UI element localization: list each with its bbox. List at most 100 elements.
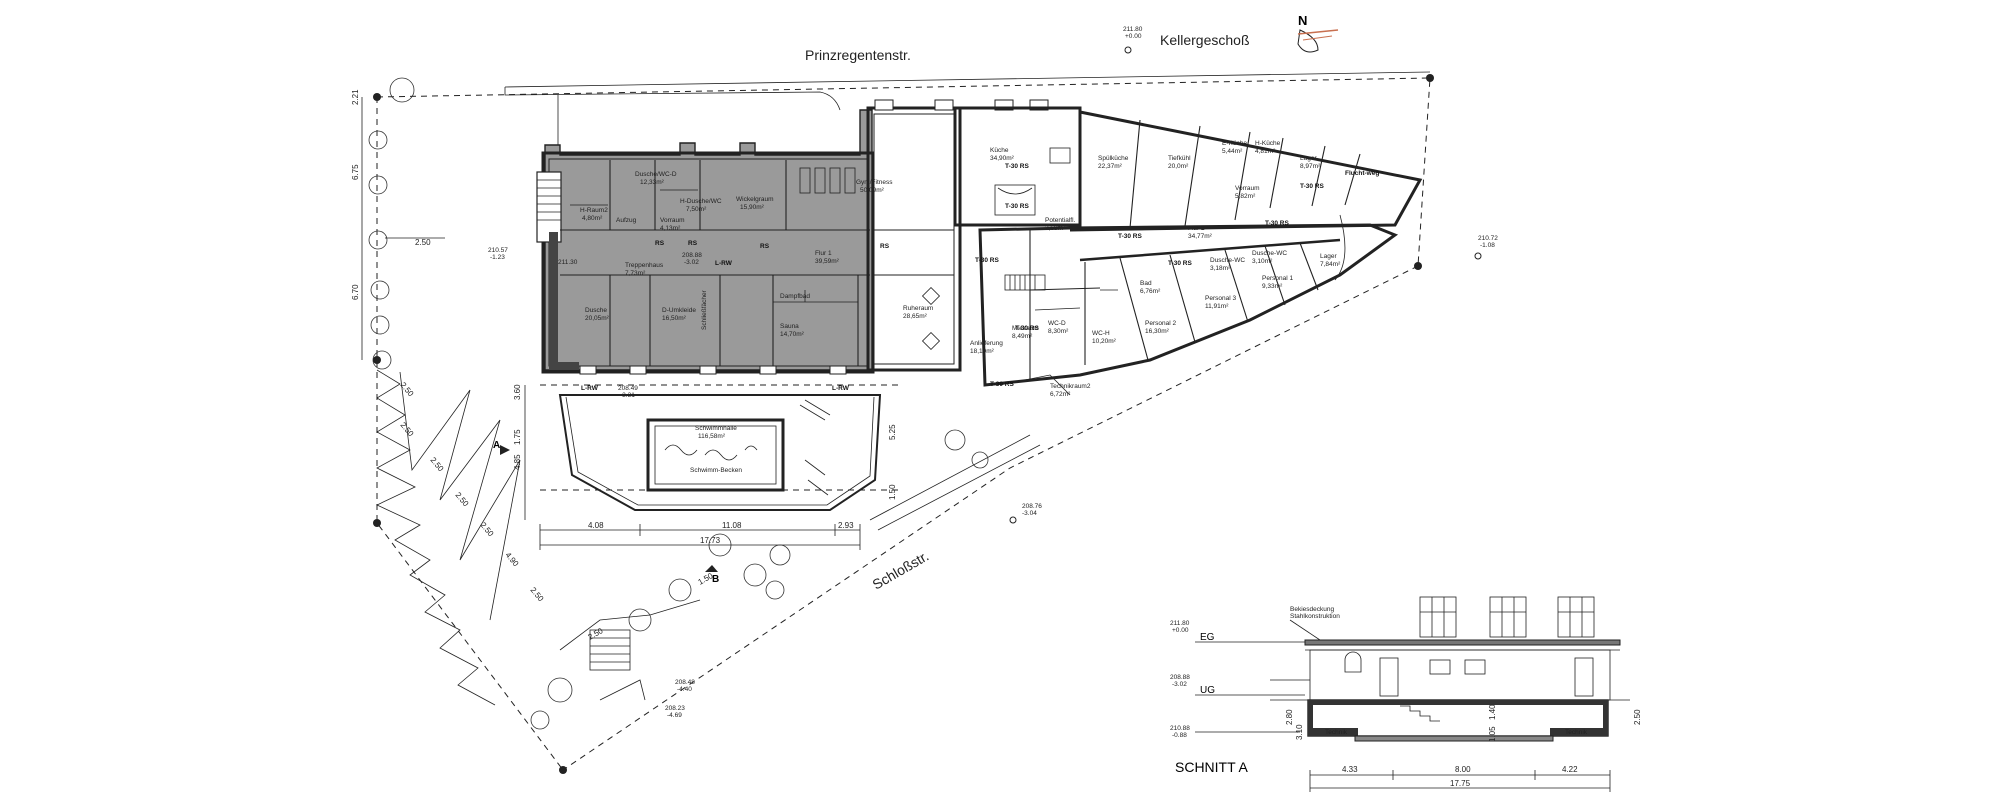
svg-text:L-RW: L-RW bbox=[581, 385, 599, 392]
svg-text:6.70: 6.70 bbox=[351, 284, 360, 300]
svg-text:3,10m²: 3,10m² bbox=[1252, 258, 1273, 265]
svg-text:34,77m²: 34,77m² bbox=[1188, 233, 1213, 240]
svg-text:Vorraum: Vorraum bbox=[660, 217, 685, 224]
svg-text:8.00: 8.00 bbox=[1455, 765, 1471, 774]
dim-pool-total: 17.73 bbox=[700, 536, 721, 545]
svg-text:WC-D: WC-D bbox=[1048, 320, 1066, 327]
svg-text:Dusche-WC: Dusche-WC bbox=[1210, 257, 1245, 264]
svg-text:T-30 RS: T-30 RS bbox=[1300, 183, 1325, 190]
svg-text:T-30 RS: T-30 RS bbox=[1005, 163, 1030, 170]
svg-text:WC-H: WC-H bbox=[1092, 330, 1110, 337]
svg-text:D-Umkleide: D-Umkleide bbox=[662, 307, 696, 314]
svg-text:-4.40: -4.40 bbox=[677, 686, 692, 693]
svg-text:T-30 RS: T-30 RS bbox=[1015, 325, 1040, 332]
svg-text:+0.00: +0.00 bbox=[1172, 627, 1189, 634]
svg-text:208.88: 208.88 bbox=[1170, 674, 1190, 681]
svg-text:2.50: 2.50 bbox=[398, 381, 415, 399]
svg-text:208.49: 208.49 bbox=[618, 385, 638, 392]
svg-text:210.72: 210.72 bbox=[1478, 235, 1498, 242]
dim-pool-left: 4.08 bbox=[588, 521, 604, 530]
svg-text:Technikraum2: Technikraum2 bbox=[1050, 383, 1091, 390]
svg-text:T-30 RS: T-30 RS bbox=[990, 381, 1015, 388]
svg-text:L-RW: L-RW bbox=[715, 260, 733, 267]
svg-text:Lager: Lager bbox=[1300, 155, 1317, 162]
svg-text:Spülküche: Spülküche bbox=[1098, 155, 1129, 162]
svg-text:14,70m²: 14,70m² bbox=[780, 331, 805, 338]
svg-text:-3.04: -3.04 bbox=[1022, 510, 1037, 517]
svg-text:RS: RS bbox=[880, 243, 890, 250]
svg-text:2.50: 2.50 bbox=[478, 521, 495, 539]
section-marker-a: A bbox=[493, 440, 500, 451]
svg-text:34,90m²: 34,90m² bbox=[990, 155, 1015, 162]
svg-text:T-30 RS: T-30 RS bbox=[1168, 260, 1193, 267]
section-eg-label: EG bbox=[1200, 632, 1215, 643]
svg-text:11,91m²: 11,91m² bbox=[1205, 303, 1229, 310]
svg-text:211.80: 211.80 bbox=[1123, 26, 1143, 33]
svg-text:211.80: 211.80 bbox=[1170, 620, 1190, 627]
svg-text:8,30m²: 8,30m² bbox=[1048, 328, 1069, 335]
section-title: SCHNITT A bbox=[1175, 759, 1249, 775]
svg-text:2.21: 2.21 bbox=[351, 89, 360, 105]
svg-text:4,81m²: 4,81m² bbox=[1255, 148, 1276, 155]
svg-text:20,0m²: 20,0m² bbox=[1168, 163, 1189, 170]
svg-text:-3.02: -3.02 bbox=[684, 259, 699, 266]
svg-text:1.50: 1.50 bbox=[888, 484, 897, 500]
svg-text:210.57: 210.57 bbox=[488, 247, 508, 254]
svg-text:T-30 RS: T-30 RS bbox=[1265, 220, 1290, 227]
svg-text:2.50: 2.50 bbox=[428, 456, 445, 474]
svg-text:Tiefkühl: Tiefkühl bbox=[1168, 155, 1191, 162]
street-label-top: Prinzregentenstr. bbox=[805, 47, 911, 63]
svg-text:7,50m²: 7,50m² bbox=[686, 206, 707, 213]
svg-text:Flucht-weg: Flucht-weg bbox=[1345, 170, 1379, 177]
svg-text:18,10m²: 18,10m² bbox=[970, 348, 995, 355]
svg-text:-3.02: -3.02 bbox=[1172, 681, 1187, 688]
svg-text:210.88: 210.88 bbox=[1170, 725, 1190, 732]
svg-text:Müllraum: Müllraum bbox=[1012, 325, 1039, 332]
svg-text:-3.31: -3.31 bbox=[620, 392, 635, 399]
svg-text:Dampfbad: Dampfbad bbox=[780, 293, 810, 300]
svg-text:4,13m²: 4,13m² bbox=[660, 225, 681, 232]
svg-text:Personal 1: Personal 1 bbox=[1262, 275, 1293, 282]
left-dimensions: 2.21 6.75 6.70 2.50 3.60 1.75 4.85 bbox=[351, 89, 526, 520]
svg-text:Flur 2: Flur 2 bbox=[1188, 225, 1205, 232]
svg-text:Ruheraum: Ruheraum bbox=[903, 305, 933, 312]
svg-text:Lager: Lager bbox=[1320, 253, 1337, 260]
svg-text:4,80m²: 4,80m² bbox=[582, 215, 603, 222]
svg-text:7,73m²: 7,73m² bbox=[625, 270, 646, 277]
svg-text:Schließfächer: Schließfächer bbox=[701, 289, 708, 330]
svg-text:Technik: Technik bbox=[1565, 729, 1588, 736]
svg-text:208.23: 208.23 bbox=[665, 705, 685, 712]
svg-text:-1.23: -1.23 bbox=[490, 254, 505, 261]
svg-text:211.30: 211.30 bbox=[558, 259, 578, 266]
north-label: N bbox=[1298, 13, 1307, 28]
sidewalk-curb bbox=[504, 87, 841, 111]
section-windows bbox=[1419, 596, 1595, 638]
building-walls-east bbox=[866, 99, 1423, 396]
svg-text:22,37m²: 22,37m² bbox=[1098, 163, 1123, 170]
svg-text:+0.00: +0.00 bbox=[1125, 33, 1142, 40]
north-arrow-icon: N bbox=[1297, 13, 1339, 53]
section-drawing: EG UG 211.80+0.00 208.88-3.02 210.88-0.8… bbox=[1170, 596, 1642, 792]
svg-text:4.85: 4.85 bbox=[513, 454, 522, 470]
svg-text:28,65m²: 28,65m² bbox=[903, 313, 928, 320]
svg-text:Flur 1: Flur 1 bbox=[815, 250, 832, 257]
svg-text:2.50: 2.50 bbox=[415, 238, 431, 247]
building-walls bbox=[536, 109, 941, 375]
svg-text:Bekiesdeckung: Bekiesdeckung bbox=[1290, 606, 1334, 613]
svg-text:3.10: 3.10 bbox=[1295, 724, 1304, 740]
parking-zigzag bbox=[376, 369, 521, 706]
svg-text:3.60: 3.60 bbox=[513, 384, 522, 400]
entrance-stairs bbox=[559, 599, 701, 701]
svg-text:7,84m²: 7,84m² bbox=[1320, 261, 1341, 268]
svg-text:2.50: 2.50 bbox=[1633, 709, 1642, 725]
svg-text:8,49m²: 8,49m² bbox=[1012, 333, 1033, 340]
floor-title: Kellergeschoß bbox=[1160, 32, 1250, 48]
door-tags: T-30 RS T-30 RS T-30 RS T-30 RS T-30 RS … bbox=[581, 163, 1379, 392]
swimming-hall bbox=[540, 384, 900, 511]
svg-text:20,05m²: 20,05m² bbox=[585, 315, 610, 322]
svg-text:Potentialfl.: Potentialfl. bbox=[1045, 217, 1076, 224]
svg-text:6,76m²: 6,76m² bbox=[1140, 288, 1161, 295]
section-ug-label: UG bbox=[1200, 685, 1215, 696]
svg-text:Stahlkonstruktion: Stahlkonstruktion bbox=[1290, 613, 1340, 620]
